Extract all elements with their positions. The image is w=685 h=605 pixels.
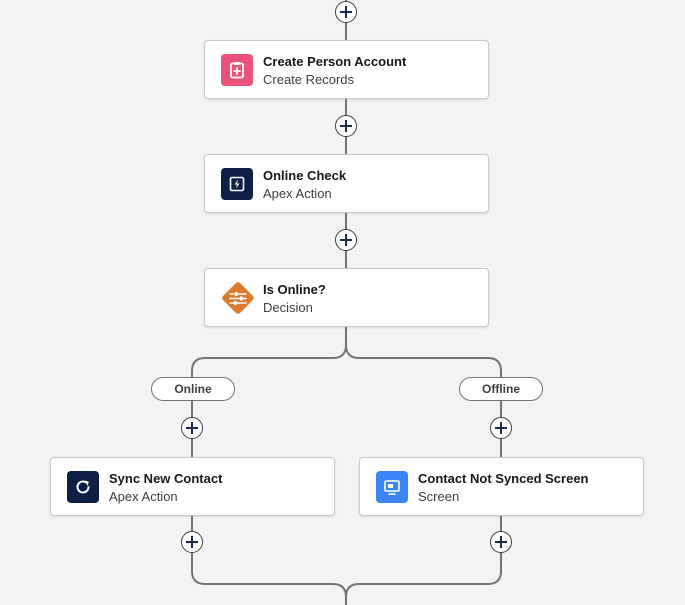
create-records-icon <box>221 54 253 86</box>
add-element-button[interactable] <box>335 1 357 23</box>
node-contact-not-synced-screen[interactable]: Contact Not Synced Screen Screen <box>359 457 644 516</box>
node-title: Sync New Contact <box>109 471 223 486</box>
connector-branch-online <box>191 344 347 457</box>
node-online-check[interactable]: Online Check Apex Action <box>204 154 489 213</box>
add-element-button[interactable] <box>335 229 357 251</box>
node-title: Contact Not Synced Screen <box>418 471 589 486</box>
node-type-label: Apex Action <box>109 489 178 504</box>
node-title: Online Check <box>263 168 347 183</box>
node-title: Create Person Account <box>263 54 407 69</box>
node-type-label: Create Records <box>263 72 355 87</box>
node-type-label: Screen <box>418 489 460 504</box>
connector-branch-offline <box>345 344 502 457</box>
add-element-button-offline[interactable] <box>490 417 512 439</box>
branch-label-offline[interactable]: Offline <box>459 377 543 401</box>
node-title: Is Online? <box>263 282 326 297</box>
connector-merge-offline <box>345 515 502 598</box>
connector-merge-online <box>191 515 347 605</box>
refresh-icon <box>67 471 99 503</box>
node-type-label: Decision <box>263 300 313 315</box>
add-element-button[interactable] <box>335 115 357 137</box>
node-sync-new-contact[interactable]: Sync New Contact Apex Action <box>50 457 335 516</box>
branch-label-online[interactable]: Online <box>151 377 235 401</box>
node-type-label: Apex Action <box>263 186 332 201</box>
screen-icon <box>376 471 408 503</box>
add-element-button-after-sync[interactable] <box>181 531 203 553</box>
apex-action-icon <box>221 168 253 200</box>
add-element-button-online[interactable] <box>181 417 203 439</box>
decision-icon <box>222 282 254 314</box>
add-element-button-after-screen[interactable] <box>490 531 512 553</box>
node-create-person-account[interactable]: Create Person Account Create Records <box>204 40 489 99</box>
node-is-online-decision[interactable]: Is Online? Decision <box>204 268 489 327</box>
